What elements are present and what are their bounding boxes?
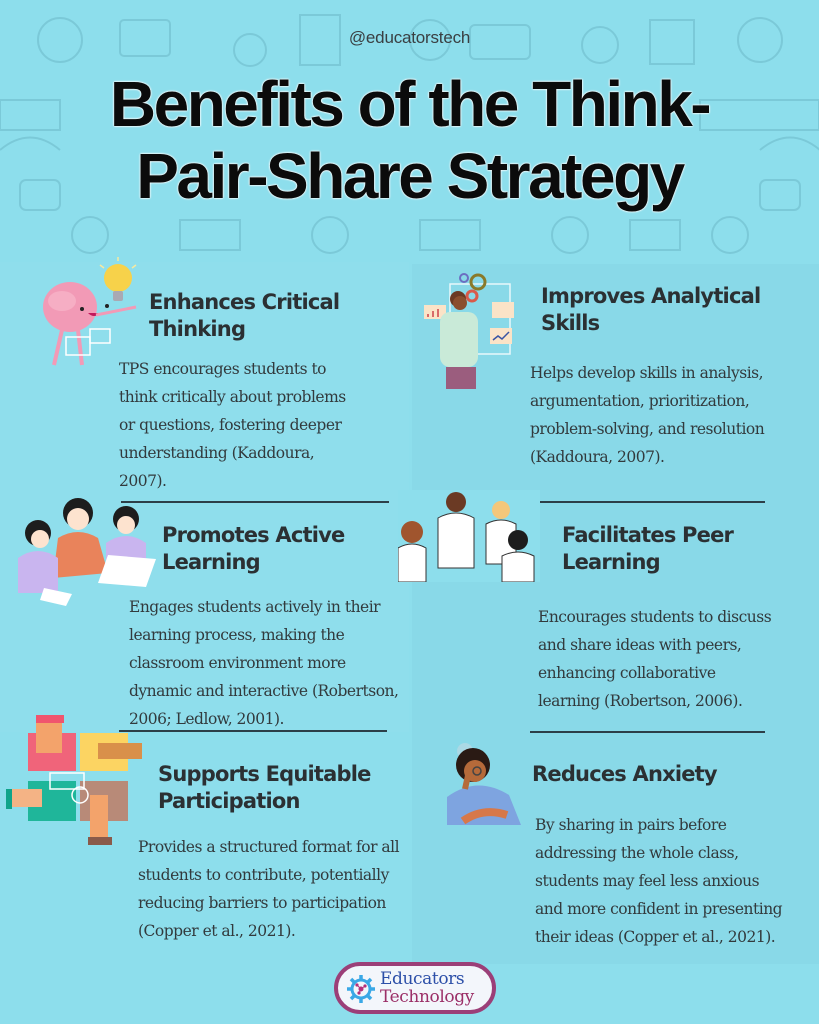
card-background-right (412, 264, 819, 964)
benefit-heading: Reduces Anxiety (532, 762, 718, 786)
logo-text-educators: Educators (380, 969, 465, 989)
benefit-description: Helps develop skills in analysis, argume… (530, 364, 765, 466)
group-discussion-icon (398, 490, 540, 582)
benefit-heading: Improves Analytical Skills (541, 284, 761, 335)
thinking-man-charts-icon (424, 273, 514, 389)
benefit-description: By sharing in pairs before addressing th… (535, 816, 783, 946)
brain-lightbulb-icon (43, 257, 137, 366)
benefit-description: Encourages students to discuss and share… (538, 608, 772, 710)
section-divider (119, 730, 387, 732)
section-divider (121, 501, 389, 503)
students-laptop-icon (18, 498, 156, 606)
puzzle-hands-icon (6, 715, 142, 845)
gear-network-icon (347, 975, 375, 1003)
benefit-description: TPS encourages students to think critica… (119, 360, 346, 490)
benefit-description: Provides a structured format for all stu… (138, 838, 400, 940)
benefit-heading: Enhances Critical Thinking (149, 290, 340, 341)
page-title: Benefits of the Think- Pair-Share Strate… (0, 68, 819, 212)
section-divider (530, 501, 765, 503)
section-divider (530, 731, 765, 733)
social-handle: @educatorstech (348, 28, 471, 47)
benefit-heading: Supports Equitable Participation (158, 762, 371, 813)
benefit-heading: Promotes Active Learning (162, 523, 345, 574)
logo-text-technology: Technology (380, 987, 474, 1007)
educators-technology-logo[interactable]: Educators Technology (334, 962, 496, 1014)
benefit-description: Engages students actively in their learn… (129, 598, 399, 728)
anxious-person-icon (447, 743, 521, 825)
card-background-left (0, 262, 409, 732)
background-doodle-pattern (0, 14, 819, 254)
title-line-2: Pair-Share Strategy (136, 140, 685, 212)
benefit-heading: Facilitates Peer Learning (562, 523, 734, 574)
title-line-1: Benefits of the Think- (109, 68, 712, 140)
